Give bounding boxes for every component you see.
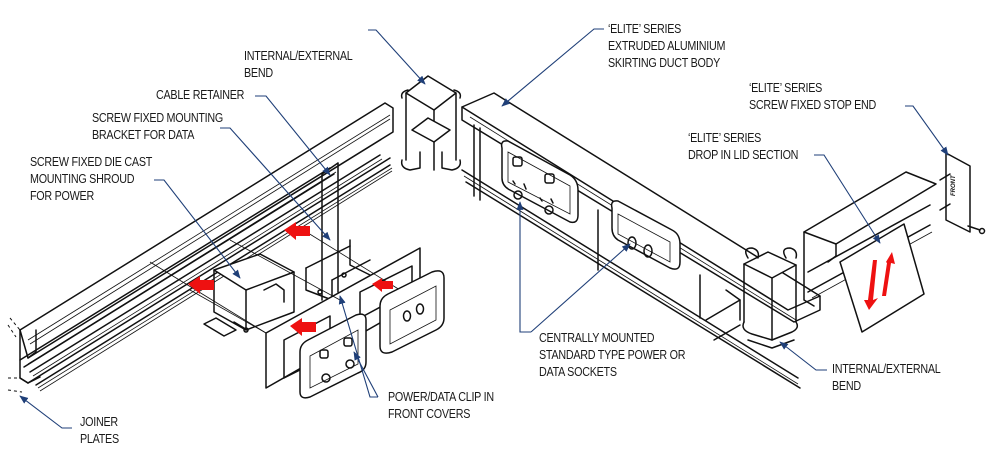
power-cover <box>299 313 367 399</box>
data-socket <box>610 200 681 270</box>
label-line: INTERNAL/EXTERNAL <box>244 49 353 63</box>
label-joiner-plates: JOINER PLATES <box>80 414 119 448</box>
label-line: PLATES <box>80 432 119 446</box>
label-drop-in-lid: ‘ELITE’ SERIES DROP IN LID SECTION <box>688 130 798 164</box>
label-line: POWER/DATA CLIP IN <box>388 390 494 404</box>
center-duct-body <box>461 92 821 389</box>
label-clip-in-covers: POWER/DATA CLIP IN FRONT COVERS <box>388 389 494 423</box>
mounting-shroud <box>203 253 295 337</box>
label-line: ‘ELITE’ SERIES <box>688 131 762 145</box>
label-line: INTERNAL/EXTERNAL <box>832 362 941 376</box>
label-line: SCREW FIXED MOUNTING <box>92 111 224 125</box>
red-arrow-lid-down <box>864 260 878 310</box>
label-duct-body: ‘ELITE’ SERIES EXTRUDED ALUMINIUM SKIRTI… <box>608 21 725 72</box>
leader-lines <box>19 28 949 429</box>
label-internal-external-bend-top: INTERNAL/EXTERNAL BEND <box>244 48 353 82</box>
power-socket-gpo <box>500 140 579 224</box>
label-stop-end: ‘ELITE’ SERIES SCREW FIXED STOP END <box>749 80 876 114</box>
label-line: STANDARD TYPE POWER OR <box>539 348 686 362</box>
label-internal-external-bend-bottom: INTERNAL/EXTERNAL BEND <box>832 361 941 395</box>
red-arrow-shroud <box>188 276 214 294</box>
insertion-arrows <box>188 222 895 336</box>
label-bracket-for-data: SCREW FIXED MOUNTING BRACKET FOR DATA <box>92 110 223 144</box>
label-line: FOR POWER <box>30 189 94 203</box>
internal-external-bend-top <box>400 75 462 171</box>
red-arrow-lid-up <box>882 252 895 296</box>
stop-end-plate <box>939 152 986 235</box>
left-duct-body <box>7 102 394 393</box>
label-line: CENTRALLY MOUNTED <box>539 331 655 345</box>
label-line: BEND <box>244 66 273 80</box>
label-line: MOUNTING SHROUD <box>30 172 135 186</box>
label-line: BEND <box>832 379 861 393</box>
label-line: FRONT COVERS <box>388 407 471 421</box>
red-arrow-plate <box>290 318 316 336</box>
label-line: SKIRTING DUCT BODY <box>608 56 721 70</box>
label-line: BRACKET FOR DATA <box>92 128 195 142</box>
label-shroud-for-power: SCREW FIXED DIE CAST MOUNTING SHROUD FOR… <box>30 154 152 205</box>
label-line: ‘ELITE’ SERIES <box>749 81 823 95</box>
drop-in-lid-section <box>803 171 937 333</box>
label-line: CABLE RETAINER <box>156 88 245 102</box>
label-line: SCREW FIXED STOP END <box>749 98 877 112</box>
label-cable-retainer: CABLE RETAINER <box>156 87 244 104</box>
data-cover <box>379 270 445 354</box>
red-arrow-retainer <box>284 222 310 240</box>
internal-external-bend-bottom <box>742 247 799 349</box>
label-line: EXTRUDED ALUMINIUM <box>608 39 726 53</box>
stop-end-marking: FRONT <box>951 175 957 196</box>
label-line: DROP IN LID SECTION <box>688 148 799 162</box>
label-line: ‘ELITE’ SERIES <box>608 22 682 36</box>
red-arrow-data <box>372 278 393 292</box>
label-line: SCREW FIXED DIE CAST <box>30 155 153 169</box>
data-bracket <box>305 239 371 301</box>
label-line: JOINER <box>80 415 118 429</box>
label-line: DATA SOCKETS <box>539 365 617 379</box>
label-central-sockets: CENTRALLY MOUNTED STANDARD TYPE POWER OR… <box>539 330 685 381</box>
